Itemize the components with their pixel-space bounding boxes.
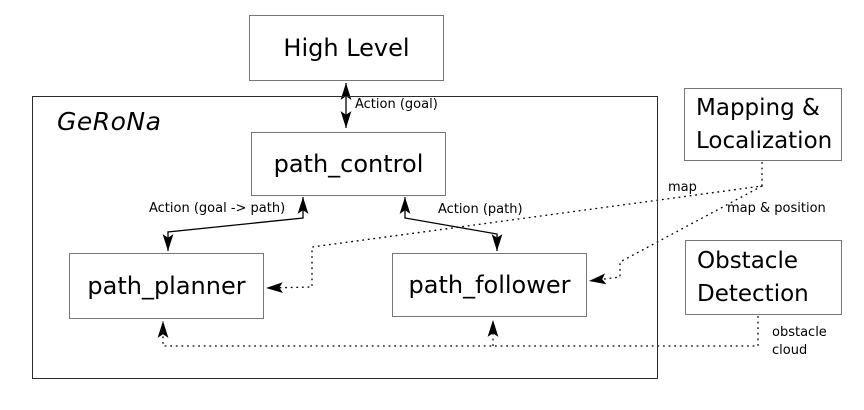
edge-label-action-path: Action (path) (438, 202, 523, 217)
edge-label-map-position: map & position (727, 201, 826, 216)
node-path-follower-label: path_follower (408, 270, 571, 299)
edge-label-action-goal: Action (goal) (355, 97, 438, 112)
node-path-control: path_control (251, 132, 446, 196)
edge-label-obstacle-cloud-line1: obstacle (772, 325, 827, 340)
node-path-planner-label: path_planner (87, 271, 246, 300)
node-high-level: High Level (249, 15, 444, 81)
node-path-control-label: path_control (273, 149, 424, 178)
gerona-container-box: GeRoNa (32, 96, 658, 379)
node-path-planner: path_planner (69, 253, 264, 319)
node-mapping-localization: Mapping & Localization (684, 88, 842, 161)
node-mapping-localization-line1: Mapping & (696, 94, 820, 121)
gerona-title: GeRoNa (57, 107, 162, 136)
node-high-level-label: High Level (283, 33, 410, 62)
edge-action-goal-path-arrow (162, 197, 309, 251)
node-path-follower: path_follower (392, 253, 587, 317)
node-obstacle-detection: Obstacle Detection (685, 240, 842, 315)
edge-label-obstacle-cloud: obstacle cloud (772, 324, 842, 360)
edge-label-obstacle-cloud-line2: cloud (772, 343, 808, 358)
node-obstacle-detection-line2: Detection (697, 280, 809, 307)
edge-map-position-dotted-arrow (588, 185, 763, 285)
edge-action-path-arrow (399, 197, 503, 251)
node-obstacle-detection-line1: Obstacle (697, 247, 798, 274)
node-mapping-localization-line2: Localization (696, 127, 833, 154)
edge-label-map: map (668, 180, 697, 195)
edge-label-action-goal-path: Action (goal -> path) (149, 201, 286, 216)
